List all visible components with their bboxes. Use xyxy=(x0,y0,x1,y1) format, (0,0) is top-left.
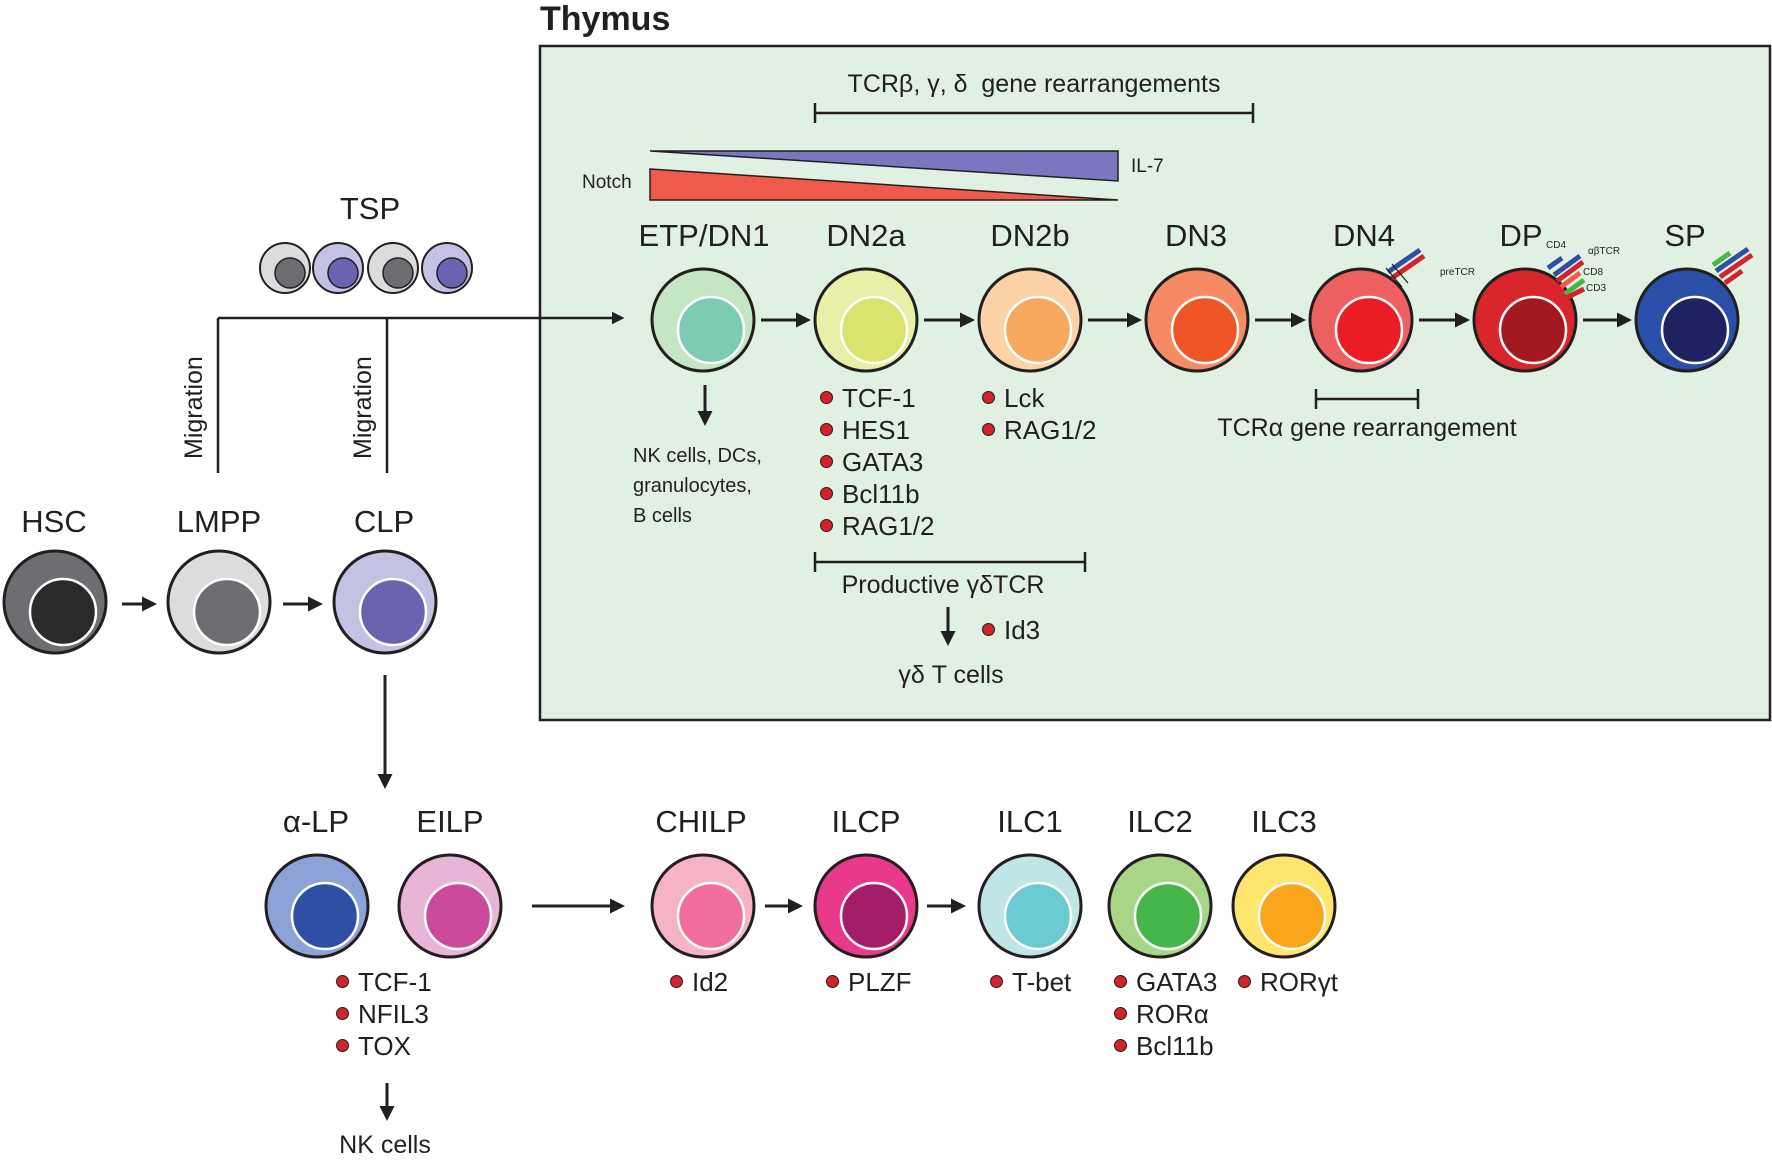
chilp-label: CHILP xyxy=(655,804,747,839)
transcription-factor: TCF-1 xyxy=(820,382,935,414)
pretcr-receptor xyxy=(1385,247,1426,288)
chilp-cell xyxy=(650,853,756,959)
ilc2-cell xyxy=(1107,853,1213,959)
dp-cell xyxy=(1472,267,1578,373)
pretcr-label: preTCR xyxy=(1440,267,1476,278)
transcription-factor: RAG1/2 xyxy=(982,414,1097,446)
ilc1-label: ILC1 xyxy=(997,804,1063,839)
tsp-cell xyxy=(367,242,419,294)
sp-label: SP xyxy=(1664,218,1706,253)
transcription-factor: NFIL3 xyxy=(336,998,432,1030)
il7-gradient xyxy=(649,150,1119,182)
tsp-cell xyxy=(259,242,311,294)
ilcp-cell xyxy=(813,853,919,959)
productive-gd-label: Productive γδTCR xyxy=(841,571,1045,599)
dn2b-cell xyxy=(977,267,1083,373)
ilc1-cell xyxy=(977,853,1083,959)
tcr-bgd-bracket xyxy=(813,103,1255,123)
tcr-a-label: TCRα gene rearrangement xyxy=(1217,414,1517,442)
lp-cell xyxy=(264,853,370,959)
ilc2-label: ILC2 xyxy=(1127,804,1193,839)
notch-gradient xyxy=(649,168,1119,201)
etp-output-line: granulocytes, xyxy=(633,475,752,497)
transcription-factor: T-bet xyxy=(990,966,1071,998)
cd3-label: CD3 xyxy=(1586,283,1607,294)
etp-dn1-label: ETP/DN1 xyxy=(638,218,770,253)
transcription-factor: HES1 xyxy=(820,414,935,446)
clp-label: CLP xyxy=(353,504,415,539)
etp-output-line: B cells xyxy=(633,505,692,527)
productive-gd-bracket xyxy=(813,552,1087,572)
transcription-factor: GATA3 xyxy=(820,446,935,478)
transcription-factor: RAG1/2 xyxy=(820,510,935,542)
transcription-factor: Id2 xyxy=(670,966,728,998)
dp-receptors xyxy=(1546,253,1586,301)
transcription-factor: Bcl11b xyxy=(1114,1030,1217,1062)
cd8-label: CD8 xyxy=(1583,267,1604,278)
cd4-label: CD4 xyxy=(1546,240,1567,251)
tsp-label: TSP xyxy=(339,191,401,226)
ilc1-factor-list: T-bet xyxy=(990,966,1071,998)
transcription-factor: TOX xyxy=(336,1030,432,1062)
transcription-factor: RORγt xyxy=(1238,966,1338,998)
lmpp-cell xyxy=(166,549,272,655)
alpha-lp-label: α-LP xyxy=(282,804,350,839)
ilc3-cell xyxy=(1231,853,1337,959)
tsp-cells xyxy=(259,242,473,294)
progenitor-lines xyxy=(216,318,389,473)
il7-label: IL-7 xyxy=(1131,156,1164,177)
dn2b-factor-list: Lck RAG1/2 xyxy=(982,382,1097,446)
dn3-cell xyxy=(1144,267,1250,373)
ilc3-label: ILC3 xyxy=(1251,804,1317,839)
transcription-factor: RORα xyxy=(1114,998,1217,1030)
nk-cells-label: NK cells xyxy=(339,1131,431,1159)
ilc-cells xyxy=(264,853,1337,959)
dn2a-label: DN2a xyxy=(826,218,906,253)
dn3-label: DN3 xyxy=(1164,218,1228,253)
dn2b-label: DN2b xyxy=(990,218,1070,253)
hsc-cell xyxy=(2,549,108,655)
eilp-label: EILP xyxy=(416,804,484,839)
lmpp-label: LMPP xyxy=(176,504,262,539)
ilc3-factor-list: RORγt xyxy=(1238,966,1338,998)
eilp-cell xyxy=(397,853,503,959)
ilc2-factor-list: GATA3 RORα Bcl11b xyxy=(1114,966,1217,1062)
eilp-factor-list: TCF-1 NFIL3 TOX xyxy=(336,966,432,1062)
thymus-title: Thymus xyxy=(540,0,671,38)
transcription-factor: Id3 xyxy=(982,614,1040,646)
transcription-factor: TCF-1 xyxy=(336,966,432,998)
tcr-a-bracket xyxy=(1314,389,1420,409)
ilcp-label: ILCP xyxy=(831,804,901,839)
tsp-cell xyxy=(421,242,473,294)
transcription-factor: Lck xyxy=(982,382,1097,414)
etp-output-line: NK cells, DCs, xyxy=(633,445,762,467)
tsp-cell xyxy=(312,242,364,294)
etp-dn1-cell xyxy=(650,267,756,373)
notch-label: Notch xyxy=(582,172,632,193)
sp-cell xyxy=(1634,267,1740,373)
thymus-box xyxy=(538,44,1772,722)
chilp-factor-list: Id2 xyxy=(670,966,728,998)
ilcp-factor-list: PLZF xyxy=(826,966,912,998)
clp-cell xyxy=(332,549,438,655)
dn4-label: DN4 xyxy=(1332,218,1396,253)
tcr-bgd-label: TCRβ, γ, δ gene rearrangements xyxy=(847,70,1221,98)
migration-label-right: Migration xyxy=(349,356,377,459)
dn4-cell xyxy=(1308,267,1414,373)
transcription-factor: Bcl11b xyxy=(820,478,935,510)
sp-receptors xyxy=(1711,246,1754,286)
hsc-label: HSC xyxy=(21,504,87,539)
dp-label: DP xyxy=(1499,218,1543,253)
migration-label-left: Migration xyxy=(180,356,208,459)
dn2a-cell xyxy=(813,267,919,373)
transcription-factor: PLZF xyxy=(826,966,912,998)
dn2a-factor-list: TCF-1 HES1 GATA3 Bcl11b RAG1/2 xyxy=(820,382,935,542)
gd-factor-list: Id3 xyxy=(982,614,1040,646)
thymic-cells xyxy=(650,267,1740,373)
abtcr-label: αβTCR xyxy=(1588,246,1621,257)
etp-outputs: NK cells, DCs, granulocytes, B cells xyxy=(633,441,762,531)
gd-t-cells-label: γδ T cells xyxy=(898,661,1004,689)
transcription-factor: GATA3 xyxy=(1114,966,1217,998)
